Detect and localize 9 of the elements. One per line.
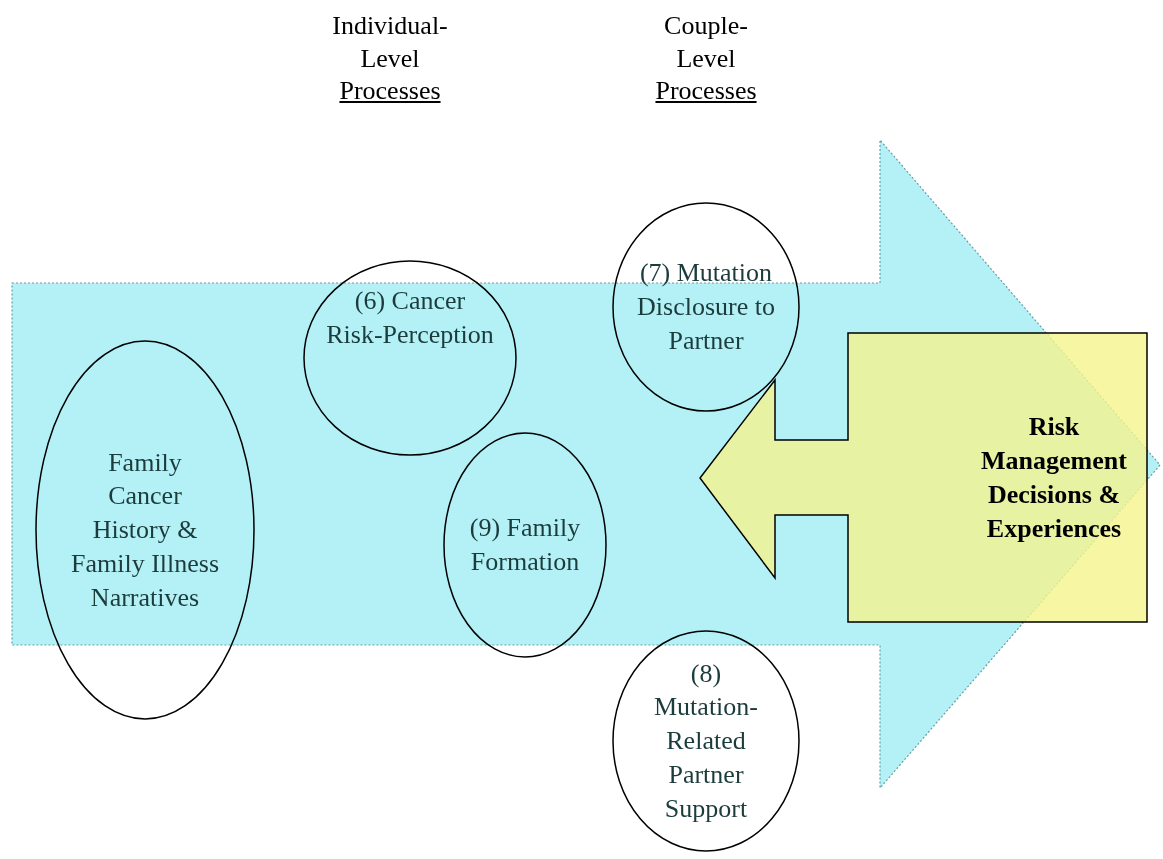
node-text: Family Cancer History & Family Illness Narratives (70, 446, 220, 614)
node-text: (7) Mutation Disclosure to Partner (636, 257, 776, 357)
ellipse-node (612, 630, 800, 852)
node-text: (9) Family Formation (468, 512, 582, 578)
node-text: (8) Mutation-Related Partner Support (653, 657, 759, 825)
column-heading: Couple-Level Processes (654, 10, 758, 107)
node-text: Risk Management Decisions & Experiences (980, 411, 1128, 545)
node-text: (6) Cancer Risk-Perception (325, 285, 495, 351)
column-heading: Individual-Level Processes (331, 10, 449, 107)
